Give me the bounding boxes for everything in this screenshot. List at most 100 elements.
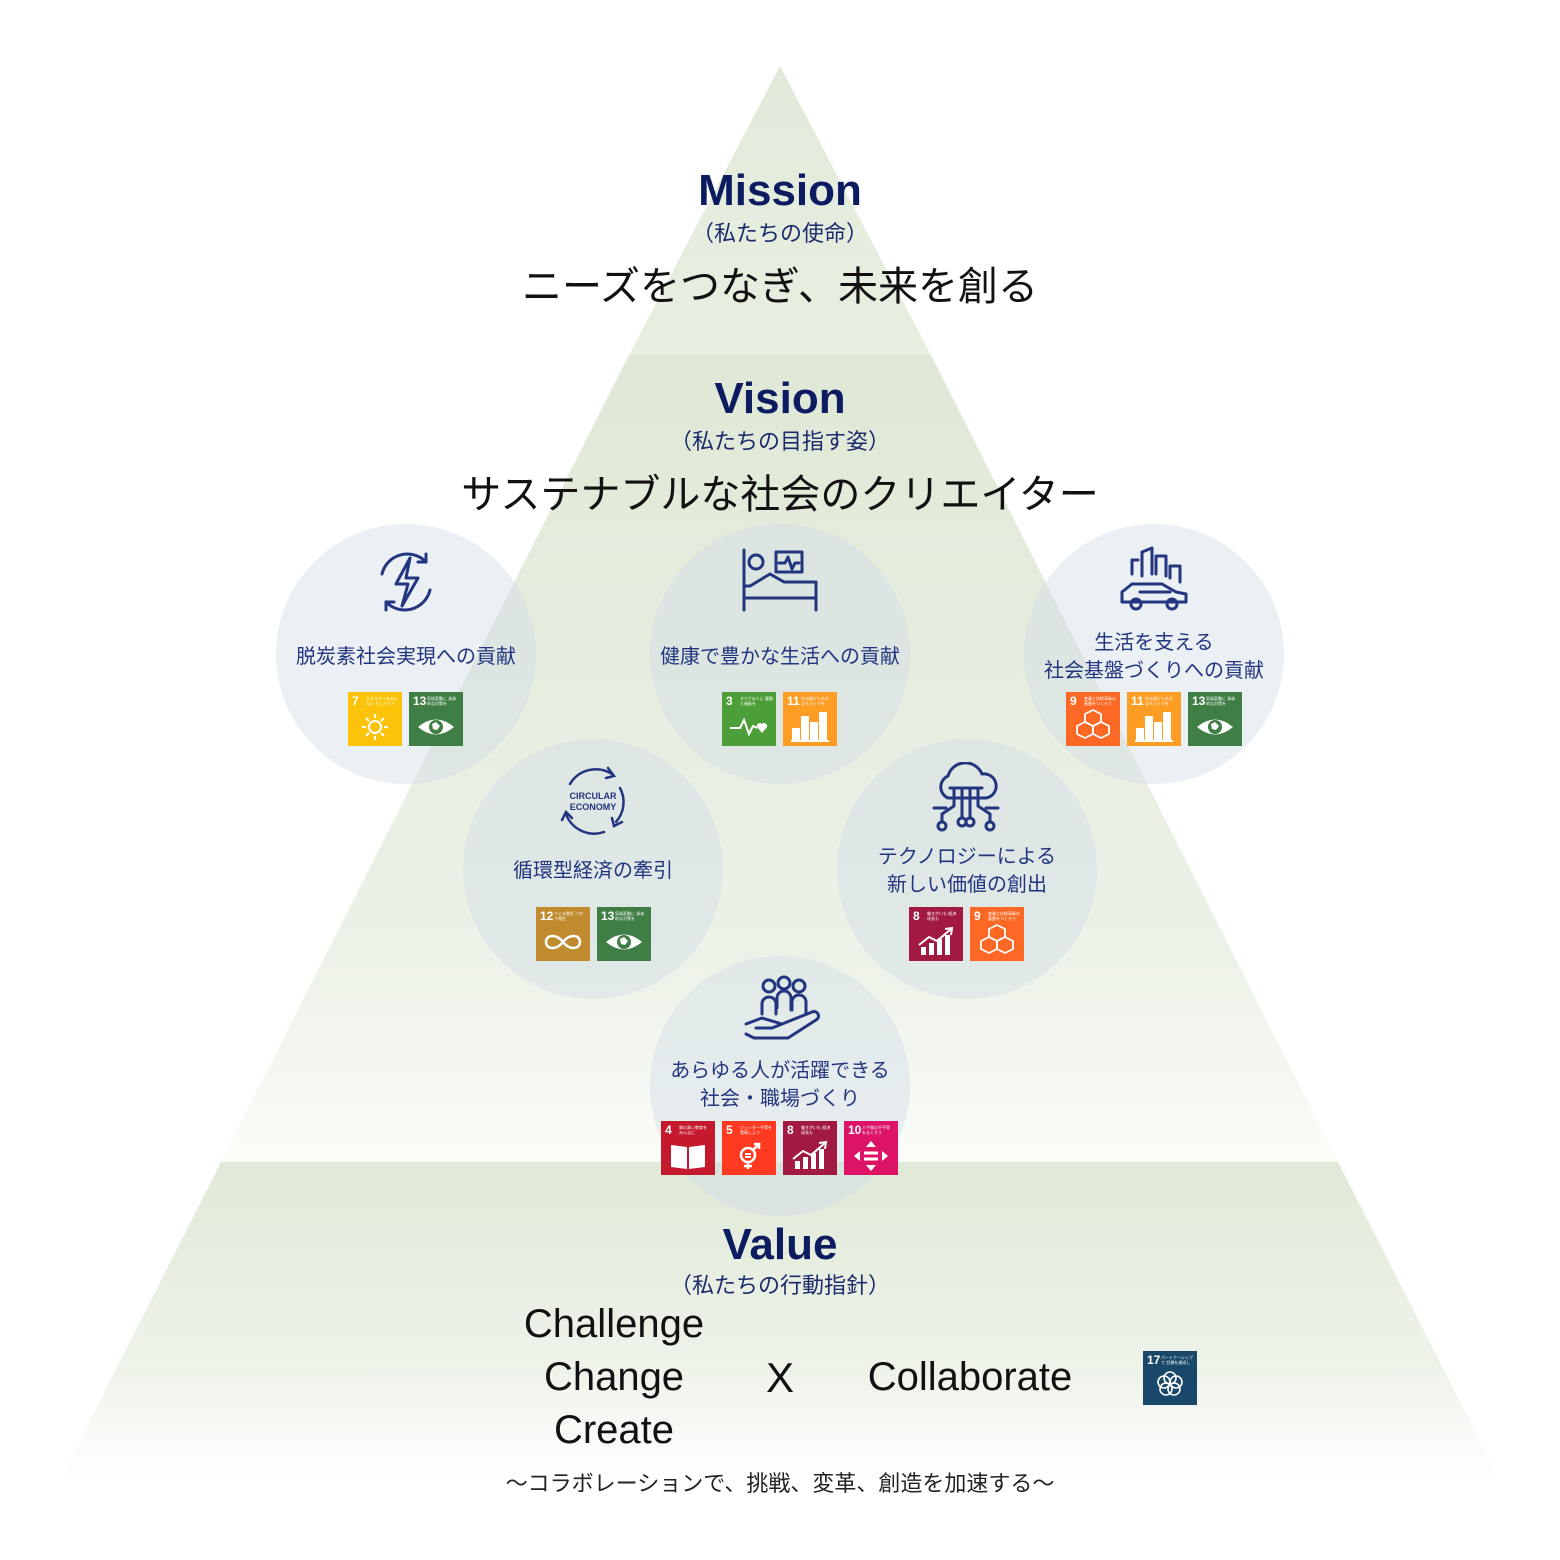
value-word-create: Create <box>553 1408 675 1452</box>
buildings-icon <box>1135 712 1173 742</box>
sdg-goal-text: エネルギーをみんなに そしてクリーンに <box>366 696 398 706</box>
sdg-goal-number: 17 <box>1147 1353 1161 1367</box>
sdg-goal-number: 10 <box>848 1123 862 1137</box>
heartbeat-icon <box>730 717 768 737</box>
sdg-goal-text: ジェンダー平等を 実現しよう <box>740 1125 772 1135</box>
sdg-goal-9-badge: 9 産業と技術革新の 基盤をつくろう <box>1066 692 1120 746</box>
category-label-decarbonization: 脱炭素社会実現への貢献 <box>296 644 516 668</box>
category-label-health: 健康で豊かな生活への貢献 <box>660 644 900 668</box>
vision-statement: サステナブルな社会のクリエイター <box>461 472 1099 518</box>
value-word-challenge: Challenge <box>523 1302 705 1346</box>
category-circle-circular <box>463 739 723 999</box>
sdg-goal-text: つくる責任 つかう責任 <box>554 911 584 921</box>
hospital-bed-icon <box>742 548 818 612</box>
flower-rings-icon <box>1157 1371 1183 1396</box>
vision-tier <box>221 355 1338 1162</box>
growth-chart-icon <box>918 926 954 955</box>
sdg-goal-number: 3 <box>726 694 733 708</box>
mission-title: Mission <box>698 166 862 215</box>
category-circle-technology <box>837 739 1097 999</box>
earth-eye-icon <box>1197 719 1233 735</box>
sdg-goal-number: 13 <box>413 694 427 708</box>
circular-economy-icon: CIRCULAR ECONOMY <box>560 766 625 835</box>
sdg-goal-number: 13 <box>1192 694 1206 708</box>
sdg-goal-text: 働きがいも 経済成長も <box>801 1125 831 1135</box>
category-label-inclusion: あらゆる人が活躍できる 社会・職場づくり <box>670 1058 890 1110</box>
buildings-icon <box>791 712 829 742</box>
earth-eye-icon <box>606 934 642 950</box>
sdg-goal-text: 住み続けられる まちづくりを <box>1145 696 1173 706</box>
category-label-technology: テクノロジーによる 新しい価値の創出 <box>877 844 1057 896</box>
sdg-goal-number: 11 <box>787 694 800 708</box>
sdg-goal-text: 気候変動に 具体的な対策を <box>1206 696 1236 706</box>
sdg-goal-5-badge: 5 ジェンダー平等を 実現しよう <box>722 1121 776 1175</box>
cubes-icon <box>1076 709 1110 739</box>
value-subtitle: （私たちの行動指針） <box>669 1274 890 1299</box>
energy-cycle-icon <box>380 552 432 612</box>
sdg-goal-8-badge: 8 働きがいも 経済成長も <box>783 1121 837 1175</box>
sdg-goal-4-badge: 4 質の高い教育を みんなに <box>661 1121 715 1175</box>
sdg-goal-text: 産業と技術革新の 基盤をつくろう <box>1084 696 1116 706</box>
sdg-goal-text: 質の高い教育を みんなに <box>679 1125 707 1135</box>
sdg-goal-text: 働きがいも 経済成長も <box>927 911 957 921</box>
mission-tier <box>629 66 931 355</box>
value-word-change: Change <box>543 1355 685 1399</box>
category-circle-health <box>650 524 910 784</box>
infinity-icon <box>544 934 582 950</box>
sdg-goal-number: 5 <box>726 1123 733 1137</box>
sdg-goal-text: パートナーシップで 目標を達成しよう <box>1161 1355 1193 1365</box>
sdg-goal-number: 7 <box>352 694 359 708</box>
value-title: Value <box>722 1220 838 1269</box>
circular-text-line-2: ECONOMY <box>570 802 617 812</box>
sdg-goal-text: 気候変動に 具体的な対策を <box>615 911 645 921</box>
sdg-goal-text: すべての人に 健康と福祉を <box>740 696 773 706</box>
sdg-goal-3-badge: 3 すべての人に 健康と福祉を <box>722 692 776 746</box>
category-label-infrastructure: 生活を支える 社会基盤づくりへの貢献 <box>1044 630 1264 682</box>
sdg-goal-number: 13 <box>601 909 615 923</box>
sdg-goal-text: 人や国の不平等 をなくそう <box>862 1125 890 1135</box>
sun-icon <box>362 714 388 740</box>
growth-chart-icon <box>792 1140 828 1169</box>
sdg-goal-text: 住み続けられる まちづくりを <box>801 696 829 706</box>
sdg-goal-number: 9 <box>974 909 981 923</box>
sdg-goal-7-badge: 7 エネルギーをみんなに そしてクリーンに <box>348 692 402 746</box>
sdg-goal-number: 8 <box>787 1123 794 1137</box>
sdg-goal-number: 8 <box>913 909 920 923</box>
sdg-goal-number: 12 <box>540 909 554 923</box>
vision-subtitle: （私たちの目指す姿） <box>669 430 890 455</box>
category-label-circular: 循環型経済の牽引 <box>513 858 673 882</box>
circular-text-line-1: CIRCULAR <box>570 791 617 801</box>
mission-statement: ニーズをつなぎ、未来を創る <box>522 264 1038 310</box>
sdg-goal-9-badge: 9 産業と技術革新の 基盤をつくろう <box>970 907 1024 961</box>
sdg-goal-text: 産業と技術革新の 基盤をつくろう <box>988 911 1020 921</box>
value-word-collaborate: Collaborate <box>867 1355 1073 1399</box>
cloud-network-icon <box>932 762 1000 832</box>
equality-icon <box>854 1141 888 1171</box>
city-car-icon <box>1120 546 1188 611</box>
earth-eye-icon <box>418 719 454 735</box>
sdg-goal-text: 気候変動に 具体的な対策を <box>427 696 457 706</box>
vision-title: Vision <box>714 374 846 423</box>
sdg-goal-number: 4 <box>665 1123 672 1137</box>
people-hand-icon <box>744 975 820 1040</box>
value-tagline: 〜コラボレーションで、挑戦、変革、創造を加速する〜 <box>505 1472 1055 1497</box>
value-cross: X <box>765 1354 794 1401</box>
cubes-icon <box>980 924 1014 954</box>
value-tier <box>60 1162 1500 1480</box>
sdg-goal-number: 11 <box>1131 694 1144 708</box>
mission-subtitle: （私たちの使命） <box>691 222 868 247</box>
sdg-goal-8-badge: 8 働きがいも 経済成長も <box>909 907 963 961</box>
sdg-goal-number: 9 <box>1070 694 1077 708</box>
book-icon <box>671 1145 705 1169</box>
